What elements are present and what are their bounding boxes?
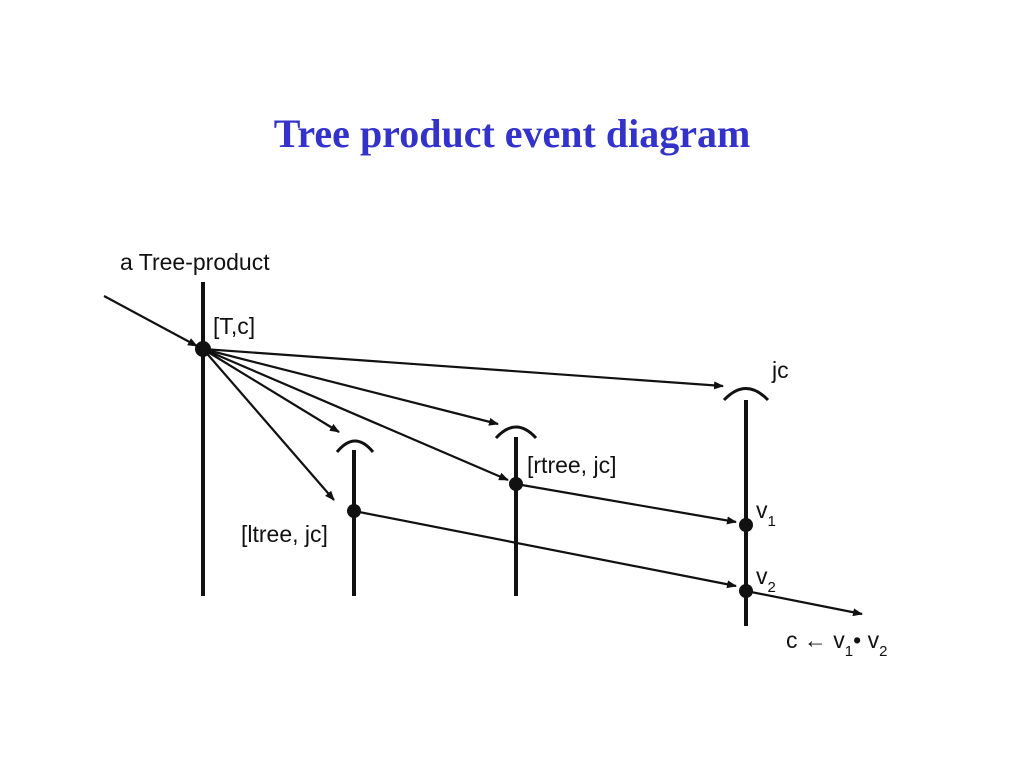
arrow-rtree-to-v1 — [515, 482, 737, 525]
event-dot-tc — [195, 341, 211, 357]
creation-arc-rtree — [494, 425, 538, 440]
event-dot-v1 — [739, 518, 753, 532]
label-jc: jc — [771, 357, 789, 383]
label-v1: v1 — [756, 497, 776, 530]
event-dot-v2 — [739, 584, 753, 598]
creation-arc-ltree — [335, 439, 375, 453]
arrow-result — [745, 589, 863, 617]
arrow-to-jc — [202, 347, 724, 390]
arrow-ltree-to-v2 — [353, 509, 737, 589]
arrow-to-rtree-message — [202, 347, 509, 482]
arrow-to-ltree-creation — [202, 348, 340, 433]
label-result: c ← v1• v2 — [786, 627, 887, 660]
event-dot-rtree — [509, 477, 523, 491]
label-v2: v2 — [756, 563, 776, 596]
label-rtree-message: [rtree, jc] — [527, 452, 616, 478]
arrow-to-ltree-message — [202, 348, 335, 501]
arrow-incoming-message — [103, 295, 198, 347]
label-tc-message: [T,c] — [213, 313, 255, 339]
event-dot-ltree — [347, 504, 361, 518]
arrow-to-rtree-creation — [202, 347, 499, 426]
creation-arc-jc — [722, 387, 770, 402]
label-ltree-message: [ltree, jc] — [241, 521, 328, 547]
label-tree-product: a Tree-product — [120, 249, 270, 275]
slide-title: Tree product event diagram — [273, 111, 751, 156]
